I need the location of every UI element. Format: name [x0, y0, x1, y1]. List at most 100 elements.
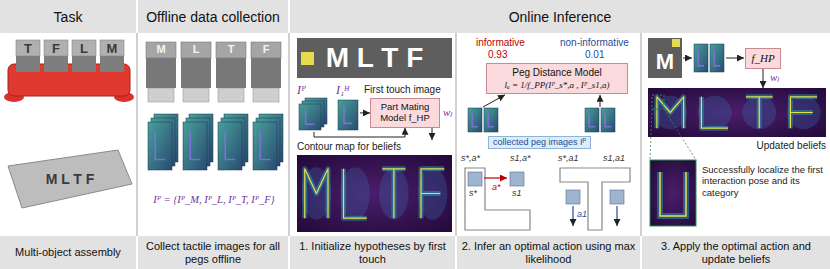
- block-letter: M: [100, 41, 124, 57]
- belief-map: [648, 88, 826, 137]
- node-title: Contour map for beliefs: [297, 140, 452, 153]
- peg-square: [468, 172, 482, 186]
- action-arrow: [572, 206, 573, 226]
- belief-blob: [787, 96, 821, 129]
- hole-photo: [648, 38, 682, 78]
- belief-blob: [653, 96, 687, 129]
- metal-plate: [8, 150, 132, 208]
- column-divider: [640, 33, 642, 236]
- model-box: f_HP: [745, 48, 781, 69]
- tactile-stack: Iᴾ: [297, 84, 331, 132]
- belief-contour: [421, 169, 444, 218]
- step-caption: 1. Initialize hypotheses by first touch: [290, 236, 455, 269]
- action-arrow: [616, 206, 617, 226]
- belief-map: [297, 155, 452, 232]
- peg-body: [181, 58, 211, 88]
- belief-contour: [305, 169, 328, 218]
- score-tag: non-informative: [560, 37, 629, 49]
- tactile-imprint: [472, 113, 478, 127]
- belief-glow: [790, 97, 817, 128]
- peg-top: [146, 42, 176, 58]
- tactile-imprint: [605, 113, 611, 127]
- belief-contour: [701, 97, 728, 128]
- zoom-inset: [650, 160, 696, 226]
- column-divider: [288, 33, 290, 236]
- block-front: [44, 56, 68, 72]
- tactile-imprint: [714, 50, 720, 66]
- node-title: Task: [54, 9, 83, 25]
- node-formula: lₐ = 1/f_PP(Iᴾ_s*,a , Iᴾ_s1,a): [491, 80, 623, 90]
- hole-outline: [465, 168, 530, 230]
- peg-square: [510, 172, 524, 186]
- block-letter: T: [16, 41, 40, 57]
- tactile-imprint: [225, 132, 235, 160]
- score-value: 0.01: [585, 49, 604, 61]
- node-title: f_HP: [750, 52, 776, 65]
- weight-symbol: wₗ: [443, 106, 452, 119]
- tactile-image: [468, 108, 482, 132]
- tactile-image: [253, 122, 277, 170]
- belief-glow: [746, 97, 773, 128]
- peg-body: [251, 58, 281, 88]
- block-top: [100, 40, 124, 56]
- model-box: Peg Distance Modellₐ = 1/f_PP(Iᴾ_s*,a , …: [486, 63, 628, 94]
- belief-glow: [657, 97, 684, 128]
- set-caption: collected peg images Iᴾ: [488, 136, 591, 149]
- belief-map-panel: Contour map for beliefs: [297, 140, 452, 232]
- node-title: I₁ᴴ: [336, 84, 360, 97]
- belief-glow: [344, 169, 367, 218]
- belief-contour: [746, 97, 773, 128]
- peg-top: [251, 42, 281, 58]
- tactile-imprint: [589, 113, 595, 127]
- tactile-imprint: [488, 113, 494, 127]
- connector-arrow: [763, 69, 764, 88]
- peg-letter: T: [216, 43, 246, 56]
- plate-letters: M L T F: [10, 171, 130, 188]
- tactile-imprint: [190, 132, 200, 160]
- flow-arrow: [600, 95, 601, 107]
- action-arrow: [484, 177, 507, 178]
- touch-marker: [301, 52, 314, 65]
- score-tag: informative: [476, 37, 525, 49]
- step-caption: Multi-object assembly: [0, 236, 136, 269]
- zoom-box: [652, 95, 664, 109]
- node-title: Iᴾ: [297, 84, 331, 97]
- peg-top: [216, 42, 246, 58]
- tactile-imprint: [344, 106, 352, 123]
- belief-contour: [660, 172, 686, 216]
- peg-base: [148, 88, 174, 102]
- tactile-image: [338, 100, 358, 130]
- tactile-image: [710, 44, 724, 72]
- node-title: 3. Apply the optimal action and update b…: [646, 240, 826, 266]
- header-cell: Online Inference: [290, 0, 830, 33]
- peg-letter: M: [146, 43, 176, 56]
- state-action-label: s*,a*: [461, 153, 480, 164]
- state-label: s1: [512, 188, 522, 199]
- node-title: Peg Distance Model: [491, 67, 623, 79]
- belief-glow: [701, 97, 728, 128]
- block-top: [16, 40, 40, 56]
- peg-letter: L: [181, 43, 211, 56]
- tactile-imprint: [155, 132, 165, 160]
- state-action-label: s*,a1: [558, 153, 579, 164]
- hole-outline: [560, 168, 630, 230]
- column-divider: [136, 33, 138, 236]
- tactile-image: [694, 44, 708, 72]
- node-title: 1. Initialize hypotheses by first touch: [294, 240, 451, 266]
- belief-contour: [790, 97, 817, 128]
- node-title: Multi-object assembly: [15, 246, 121, 259]
- step-caption: 3. Apply the optimal action and update b…: [642, 236, 830, 269]
- belief-contour: [657, 97, 684, 128]
- flow-arrow: [483, 95, 505, 107]
- peg-square: [566, 190, 580, 204]
- tactile-image: [218, 122, 242, 170]
- belief-blob: [379, 167, 408, 219]
- zoom-line: [664, 109, 696, 160]
- block-front: [100, 56, 124, 72]
- step-caption: 2. Infer an optimal action using max lik…: [457, 236, 640, 269]
- tactile-image: [299, 104, 321, 130]
- touch-image: I₁ᴴ: [336, 84, 360, 132]
- block-letter: L: [72, 41, 96, 57]
